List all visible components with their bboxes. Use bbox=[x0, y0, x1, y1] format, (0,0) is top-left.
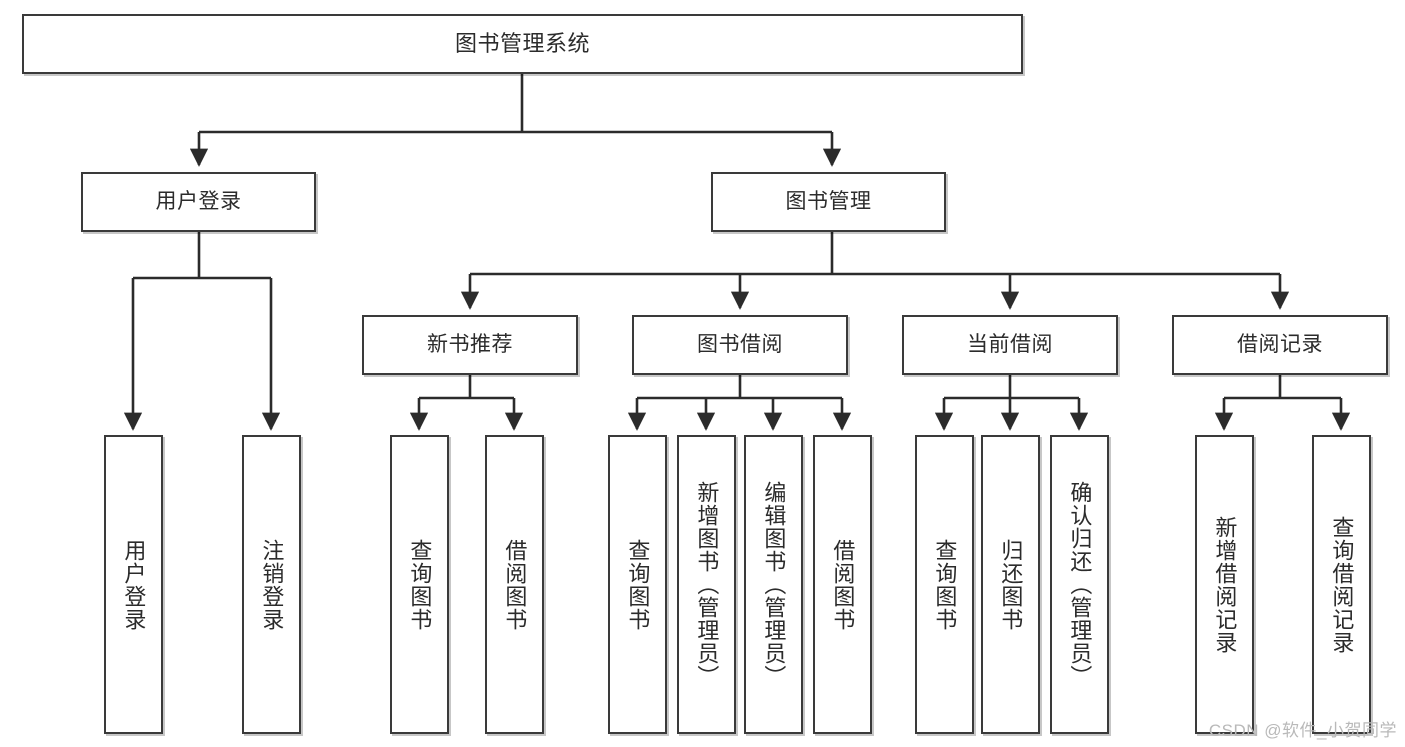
node-label: 图书借阅 bbox=[697, 332, 783, 356]
node-label: 查询图书 bbox=[932, 538, 958, 631]
node-user-login[interactable]: 用户登录 bbox=[81, 172, 316, 232]
node-label: 新增借阅记录 bbox=[1212, 515, 1238, 654]
node-label: 编辑图书（管理员） bbox=[761, 481, 787, 688]
leaf-current-return-book[interactable]: 归还图书 bbox=[981, 435, 1040, 734]
node-label: 查询图书 bbox=[407, 538, 433, 631]
node-label: 借阅图书 bbox=[830, 538, 856, 631]
leaf-record-query-borrow-record[interactable]: 查询借阅记录 bbox=[1312, 435, 1371, 734]
leaf-user-login[interactable]: 用户登录 bbox=[104, 435, 163, 734]
node-label: 当前借阅 bbox=[967, 332, 1053, 356]
node-new-book-recommendation[interactable]: 新书推荐 bbox=[362, 315, 578, 375]
node-borrowing-records[interactable]: 借阅记录 bbox=[1172, 315, 1388, 375]
leaf-recommend-query-book[interactable]: 查询图书 bbox=[390, 435, 449, 734]
node-book-borrowing[interactable]: 图书借阅 bbox=[632, 315, 848, 375]
leaf-borrow-borrow-book[interactable]: 借阅图书 bbox=[813, 435, 872, 734]
leaf-current-query-book[interactable]: 查询图书 bbox=[915, 435, 974, 734]
watermark-text: CSDN @软件_小贺同学 bbox=[1208, 721, 1397, 740]
leaf-borrow-query-book[interactable]: 查询图书 bbox=[608, 435, 667, 734]
node-label: 用户登录 bbox=[121, 538, 147, 631]
node-label: 确认归还（管理员） bbox=[1067, 481, 1093, 688]
node-root-book-management-system[interactable]: 图书管理系统 bbox=[22, 14, 1023, 74]
node-label: 图书管理系统 bbox=[454, 31, 590, 57]
node-label: 归还图书 bbox=[998, 538, 1024, 631]
node-label: 查询借阅记录 bbox=[1329, 515, 1355, 654]
node-label: 借阅记录 bbox=[1237, 332, 1323, 356]
node-label: 借阅图书 bbox=[502, 538, 528, 631]
leaf-borrow-edit-book-admin[interactable]: 编辑图书（管理员） bbox=[744, 435, 803, 734]
node-label: 用户登录 bbox=[155, 189, 242, 213]
node-book-management[interactable]: 图书管理 bbox=[711, 172, 946, 232]
node-label: 图书管理 bbox=[785, 189, 872, 213]
leaf-borrow-add-book-admin[interactable]: 新增图书（管理员） bbox=[677, 435, 736, 734]
node-label: 新增图书（管理员） bbox=[694, 481, 720, 688]
leaf-record-add-borrow-record[interactable]: 新增借阅记录 bbox=[1195, 435, 1254, 734]
leaf-logout[interactable]: 注销登录 bbox=[242, 435, 301, 734]
node-label: 查询图书 bbox=[625, 538, 651, 631]
node-current-borrowing[interactable]: 当前借阅 bbox=[902, 315, 1118, 375]
leaf-current-confirm-return-admin[interactable]: 确认归还（管理员） bbox=[1050, 435, 1109, 734]
node-label: 注销登录 bbox=[259, 538, 285, 631]
node-label: 新书推荐 bbox=[427, 332, 513, 356]
leaf-recommend-borrow-book[interactable]: 借阅图书 bbox=[485, 435, 544, 734]
